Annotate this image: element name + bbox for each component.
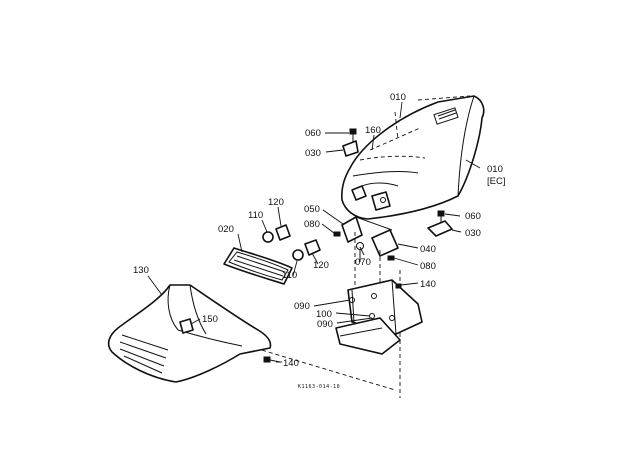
label-150: 150 [202, 314, 218, 325]
bulb-socket-lower [292, 239, 321, 261]
label-130: 130 [133, 265, 149, 276]
label-080-left: 080 [304, 219, 320, 230]
label-110-lower: 110 [282, 270, 297, 281]
bulb-socket-upper [262, 224, 291, 243]
label-160: 160 [365, 125, 381, 136]
label-120-lower: 120 [313, 260, 329, 271]
label-100: 100 [316, 309, 332, 320]
bracket-030-right [427, 220, 453, 237]
label-110-upper: 110 [248, 210, 263, 221]
label-070: 070 [355, 257, 371, 268]
headlight-grille-part [223, 247, 293, 285]
label-030-right: 030 [465, 228, 481, 239]
label-120-upper: 120 [268, 197, 284, 208]
leader-lines [147, 101, 481, 363]
hood-part [341, 95, 485, 220]
label-090-upper: 090 [294, 301, 310, 312]
label-060-top: 060 [305, 128, 321, 139]
bracket-030-left [342, 140, 359, 157]
label-140-right: 140 [420, 279, 436, 290]
drawing-code: K1163-014-10 [298, 384, 340, 390]
label-140-lower: 140 [283, 358, 299, 369]
label-020: 020 [218, 224, 234, 235]
label-080-right: 080 [420, 261, 436, 272]
label-010-top: 010 [390, 92, 406, 103]
label-030-top: 030 [305, 148, 321, 159]
label-040: 040 [420, 244, 436, 255]
bottom-plate [335, 317, 401, 355]
label-060-right: 060 [465, 211, 481, 222]
front-bumper-part [107, 284, 272, 383]
hinge-bracket-assembly [333, 216, 399, 262]
screw-140-lower [263, 356, 281, 363]
label-ec: [EC] [487, 176, 505, 187]
label-090-lower: 090 [317, 319, 333, 330]
label-010-right: 010 [487, 164, 503, 175]
label-050: 050 [304, 204, 320, 215]
